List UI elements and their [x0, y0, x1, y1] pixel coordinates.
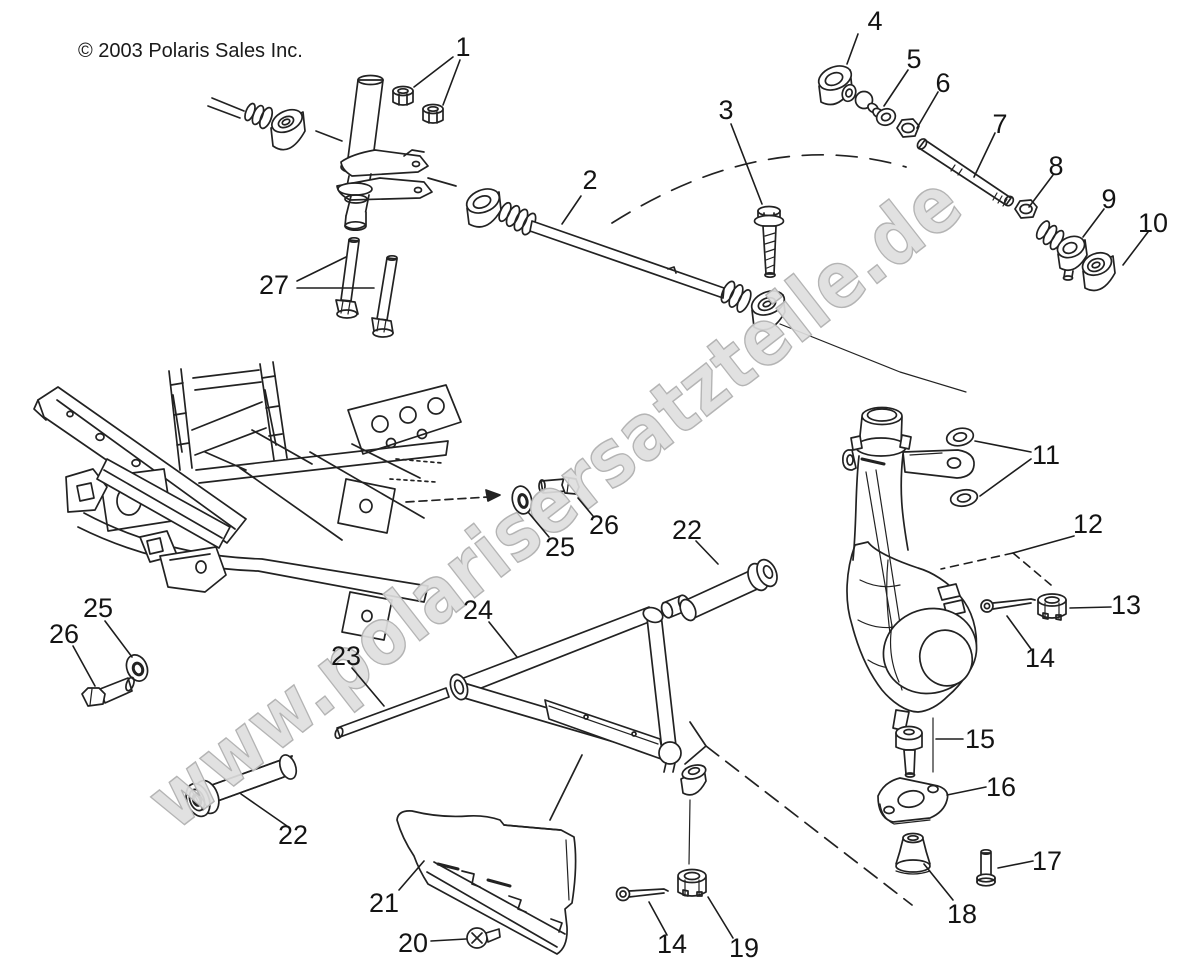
callout-22-lower: 22	[278, 820, 308, 850]
mount-bolts-drawing	[335, 236, 398, 338]
callout-10: 10	[1138, 208, 1168, 238]
washer-bolt-left-drawing	[81, 654, 149, 707]
strut-knuckle-drawing	[842, 406, 1067, 732]
frame-drawing	[33, 361, 501, 641]
flange-bolt-drawing	[753, 205, 785, 279]
callout-12: 12	[1073, 509, 1103, 539]
inner-tie-rod-left-drawing	[207, 97, 306, 151]
lower-fasteners-drawing	[549, 717, 996, 906]
callout-11: 11	[1032, 440, 1060, 470]
callout-27: 27	[259, 270, 289, 300]
callout-26-left: 26	[49, 619, 79, 649]
callout-22-upper: 22	[672, 515, 702, 545]
washer-bolt-mid-drawing	[511, 476, 580, 515]
callout-23: 23	[331, 641, 361, 671]
callout-16: 16	[986, 772, 1016, 802]
callout-4: 4	[867, 6, 882, 36]
guard-drawing	[396, 810, 577, 955]
callout-labels: 1 2 3 4 5 6 7 8 9 10 11 12 13 14 15 16 1…	[49, 6, 1168, 963]
callout-26-mid: 26	[589, 510, 619, 540]
callout-7: 7	[992, 109, 1007, 139]
tie-rod-center-drawing	[465, 188, 967, 393]
callout-1: 1	[455, 32, 470, 62]
callout-8: 8	[1048, 151, 1063, 181]
callout-14-bottom: 14	[657, 929, 687, 959]
callout-14-right: 14	[1025, 643, 1055, 673]
callout-17: 17	[1032, 846, 1062, 876]
callout-25-mid: 25	[545, 532, 575, 562]
callout-3: 3	[718, 95, 733, 125]
a-arm-drawing	[185, 558, 778, 818]
copyright-text: © 2003 Polaris Sales Inc.	[78, 40, 303, 62]
steering-post-drawing	[315, 74, 457, 232]
assembly-axis-lines	[940, 535, 1075, 586]
callout-20: 20	[398, 928, 428, 958]
callout-25-left: 25	[83, 593, 113, 623]
callout-9: 9	[1101, 184, 1116, 214]
steering-sweep-arc	[611, 154, 907, 224]
callout-leaders	[72, 33, 1149, 942]
callout-24: 24	[463, 595, 493, 625]
lock-nuts-drawing	[392, 85, 444, 124]
callout-6: 6	[935, 68, 950, 98]
callout-13: 13	[1111, 590, 1141, 620]
callout-19: 19	[729, 933, 759, 963]
callout-5: 5	[906, 44, 921, 74]
watermark-text: www.polarisersatzteile.de	[131, 157, 978, 847]
callout-18: 18	[947, 899, 977, 929]
callout-21: 21	[369, 888, 399, 918]
callout-15: 15	[965, 724, 995, 754]
callout-2: 2	[582, 165, 597, 195]
